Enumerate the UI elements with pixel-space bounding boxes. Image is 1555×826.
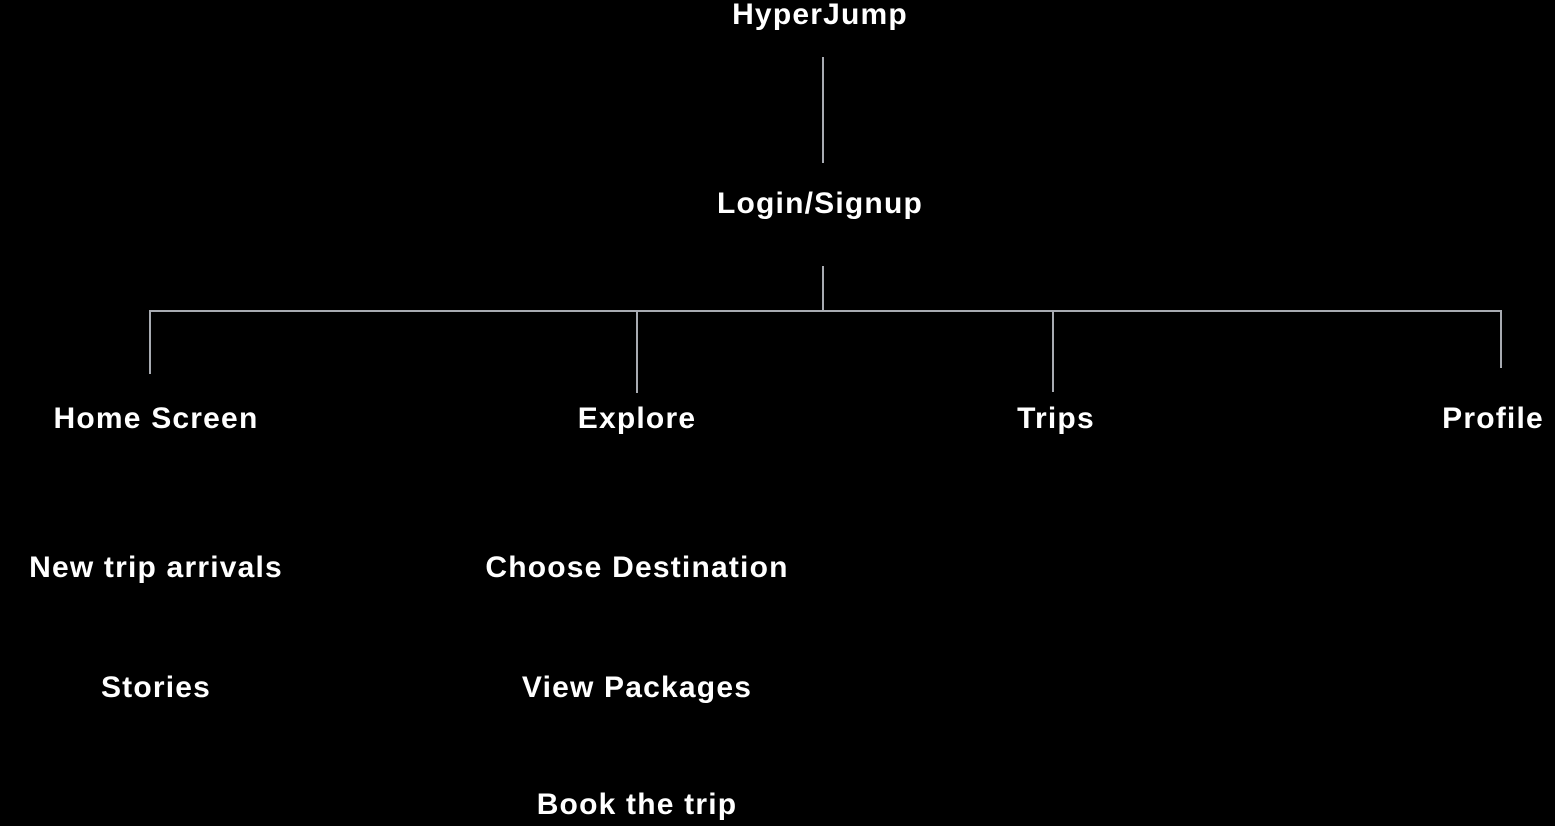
node-book-the-trip: Book the trip [536, 788, 738, 821]
node-new-trip-arrivals: New trip arrivals [29, 551, 283, 584]
node-choose-destination: Choose Destination [485, 551, 789, 584]
node-stories: Stories [100, 671, 212, 704]
connector-root-to-login [822, 57, 824, 163]
node-hyperjump: HyperJump [732, 0, 908, 31]
connector-login-to-branch [822, 266, 824, 312]
connector-drop-profile [1500, 310, 1502, 368]
node-trips: Trips [1017, 402, 1095, 435]
connector-branch-horizontal [149, 310, 1502, 312]
node-view-packages: View Packages [521, 671, 753, 704]
connector-drop-home-screen [149, 310, 151, 374]
node-home-screen: Home Screen [53, 402, 259, 435]
node-login-signup: Login/Signup [716, 187, 924, 220]
node-explore: Explore [577, 402, 697, 435]
connector-drop-trips [1052, 310, 1054, 392]
node-profile: Profile [1442, 402, 1544, 435]
connector-drop-explore [636, 310, 638, 393]
